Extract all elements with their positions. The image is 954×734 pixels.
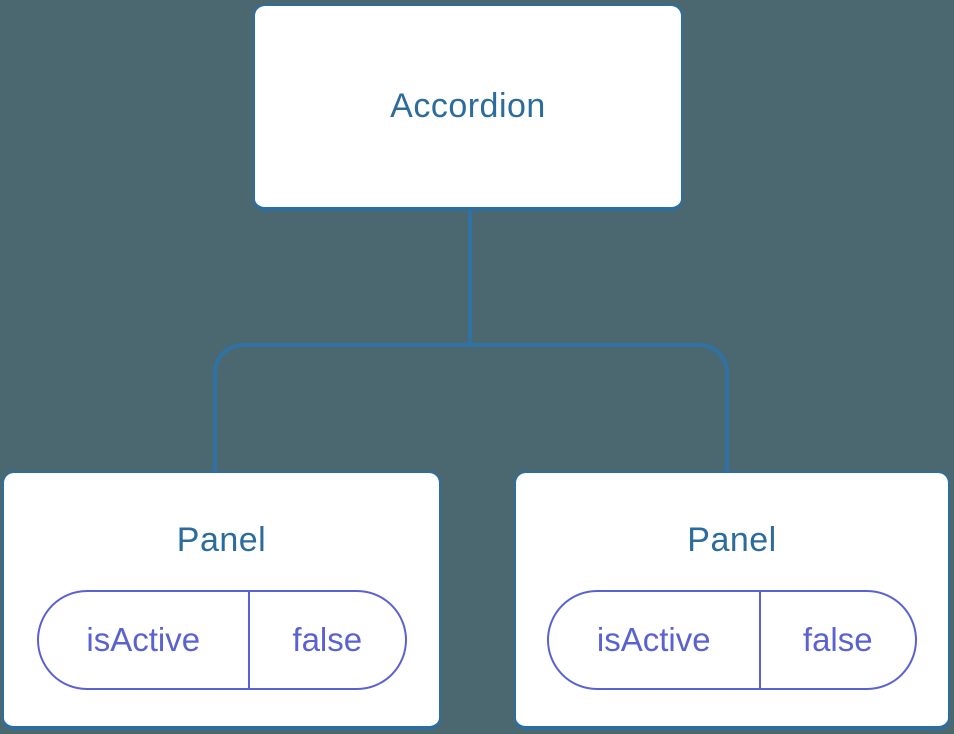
- node-panel-left-label: Panel: [176, 521, 267, 559]
- connector-branches: [213, 343, 729, 471]
- state-value: false: [802, 621, 873, 658]
- node-accordion: Accordion: [253, 4, 683, 211]
- node-panel-right: Panel isActive false: [514, 471, 950, 730]
- state-pill-left: isActive false: [36, 590, 407, 690]
- node-panel-left: Panel isActive false: [2, 471, 441, 730]
- connector-stem: [468, 211, 472, 347]
- state-key: isActive: [39, 592, 251, 688]
- state-pill-right: isActive false: [547, 590, 917, 690]
- state-value: false: [292, 621, 363, 658]
- node-panel-right-label: Panel: [687, 521, 777, 559]
- node-accordion-label: Accordion: [390, 87, 546, 125]
- state-key: isActive: [549, 592, 761, 688]
